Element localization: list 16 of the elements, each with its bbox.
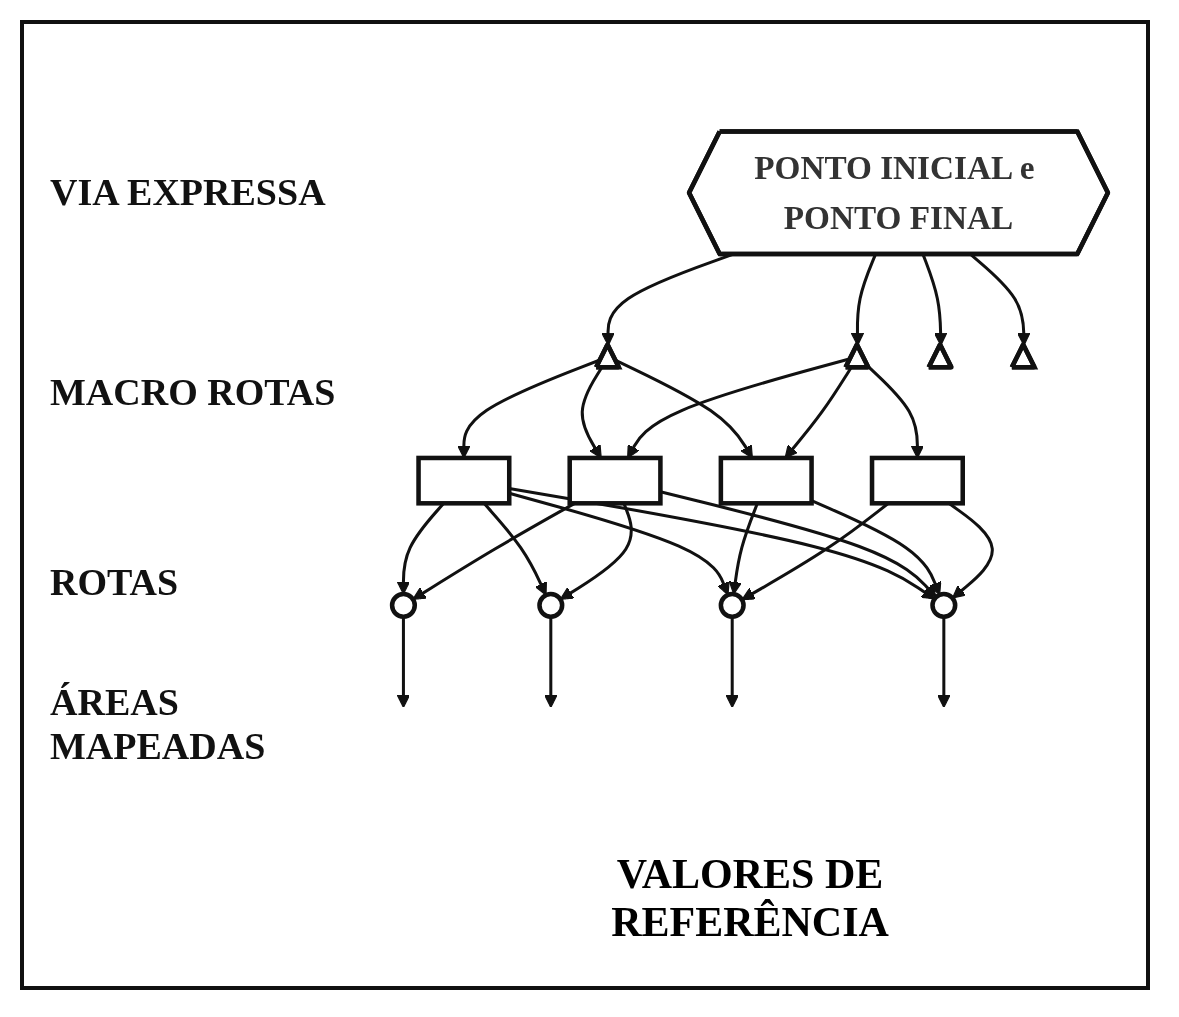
node-circle: [718, 591, 746, 619]
node-circle: [930, 591, 958, 619]
node-box: [416, 455, 512, 506]
node-box: [869, 455, 965, 506]
level-label: ÁREAS MAPEADAS: [50, 680, 267, 768]
level-label: VIA EXPRESSA: [50, 170, 327, 214]
arrow: [921, 254, 948, 346]
node-box: [718, 455, 814, 506]
level-label: ROTAS: [50, 560, 180, 604]
node-circle: [537, 591, 565, 619]
node-box: [567, 455, 663, 506]
node-circle: [389, 591, 418, 619]
level-label: MACRO ROTAS: [50, 370, 337, 414]
arrow: [850, 254, 877, 346]
arrow: [601, 253, 733, 346]
output-label: VALORES DE REFERÊNCIA: [610, 850, 890, 946]
